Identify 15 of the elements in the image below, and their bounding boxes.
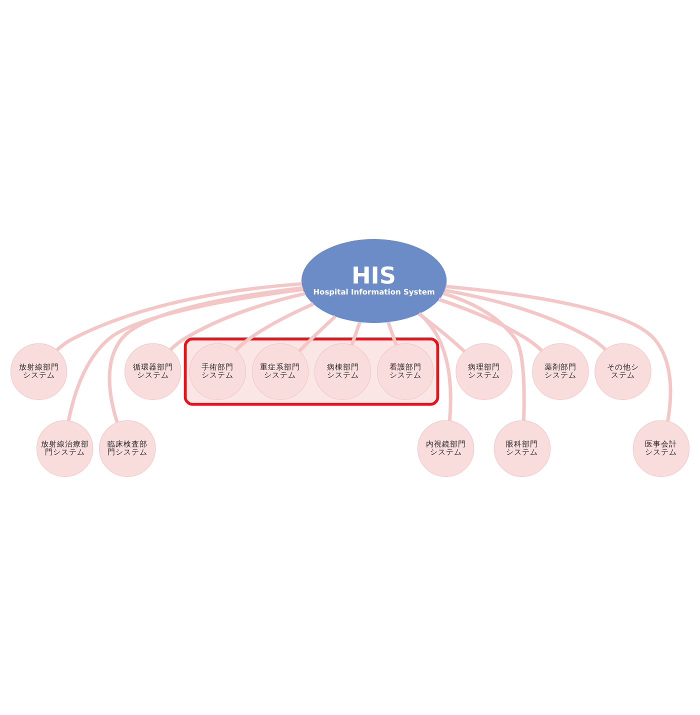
connector	[234, 302, 314, 351]
connector	[169, 291, 306, 350]
connector	[418, 312, 466, 352]
connector	[350, 321, 362, 346]
connector	[438, 297, 543, 352]
connector	[444, 288, 607, 350]
connector	[298, 314, 337, 352]
connector	[108, 286, 303, 422]
connector	[386, 321, 398, 346]
connector	[418, 312, 452, 420]
connector	[66, 287, 304, 421]
connector	[442, 291, 526, 420]
cluster	[184, 336, 440, 406]
connector	[446, 284, 672, 421]
connector	[56, 282, 302, 351]
